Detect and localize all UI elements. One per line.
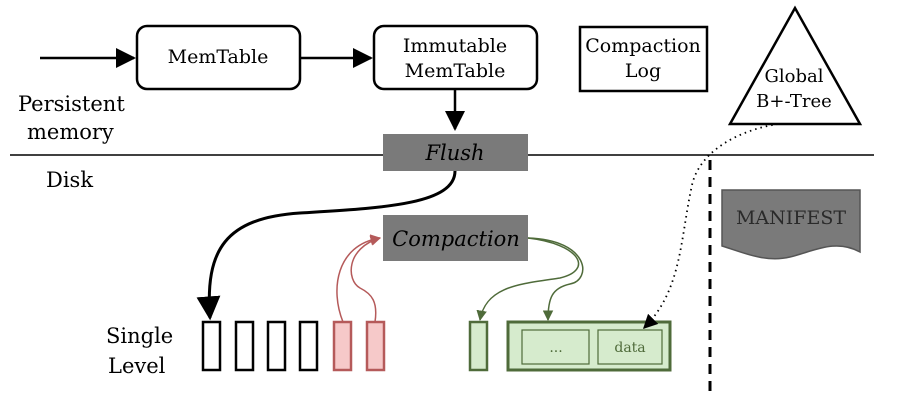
flush-node: Flush: [383, 134, 528, 171]
leaf-ellipsis-label: ...: [549, 340, 562, 356]
persistent-memory-label-line1: Persistent: [18, 92, 125, 116]
btree-to-data-pointer: [642, 123, 779, 330]
sst-file: [266, 320, 287, 372]
leaf-data-label: data: [614, 340, 645, 356]
immutable-label-line1: Immutable: [403, 35, 507, 57]
compaction-label: Compaction: [392, 227, 520, 251]
compaction-log-line1: Compaction: [585, 35, 701, 57]
immutable-memtable-node: Immutable MemTable: [372, 24, 539, 91]
manifest-node: MANIFEST: [721, 189, 861, 260]
sst-file-compaction-input: [365, 320, 386, 372]
persistent-memory-label-line2: memory: [27, 120, 114, 144]
immutable-label-line2: MemTable: [405, 60, 506, 82]
sst-file-compaction-input: [332, 320, 353, 372]
global-btree-line2: B+-Tree: [756, 91, 832, 112]
single-level-label-line1: Single: [106, 324, 173, 348]
leaf-ellipsis-slot: [521, 329, 590, 365]
compaction-log-line2: Log: [625, 60, 661, 82]
global-btree-node: Global B+-Tree: [727, 5, 863, 126]
leaf-data-slot: [597, 329, 663, 365]
memtable-label: MemTable: [168, 46, 269, 68]
sst-file-compaction-output: [468, 320, 489, 372]
compaction-to-green-sst-arrow: [476, 237, 580, 322]
compaction-node: Compaction: [383, 215, 528, 261]
sst-file: [234, 320, 255, 372]
sst-file: [201, 320, 222, 372]
global-btree-line1: Global: [765, 66, 824, 87]
single-level-label-line2: Level: [108, 354, 166, 378]
red-sst-to-compaction-arrow-1: [336, 234, 382, 323]
memtable-node: MemTable: [135, 24, 302, 91]
flush-label: Flush: [424, 141, 484, 165]
disk-label: Disk: [46, 168, 93, 192]
sst-file: [298, 320, 319, 372]
flush-to-sst-arrow: [196, 170, 457, 321]
compaction-log-node: Compaction Log: [578, 25, 709, 93]
manifest-label: MANIFEST: [736, 207, 846, 229]
btree-leaf-node: ... data: [506, 320, 672, 372]
red-sst-to-compaction-arrow-2: [350, 235, 382, 323]
compaction-to-green-leaf-arrow: [527, 237, 584, 322]
